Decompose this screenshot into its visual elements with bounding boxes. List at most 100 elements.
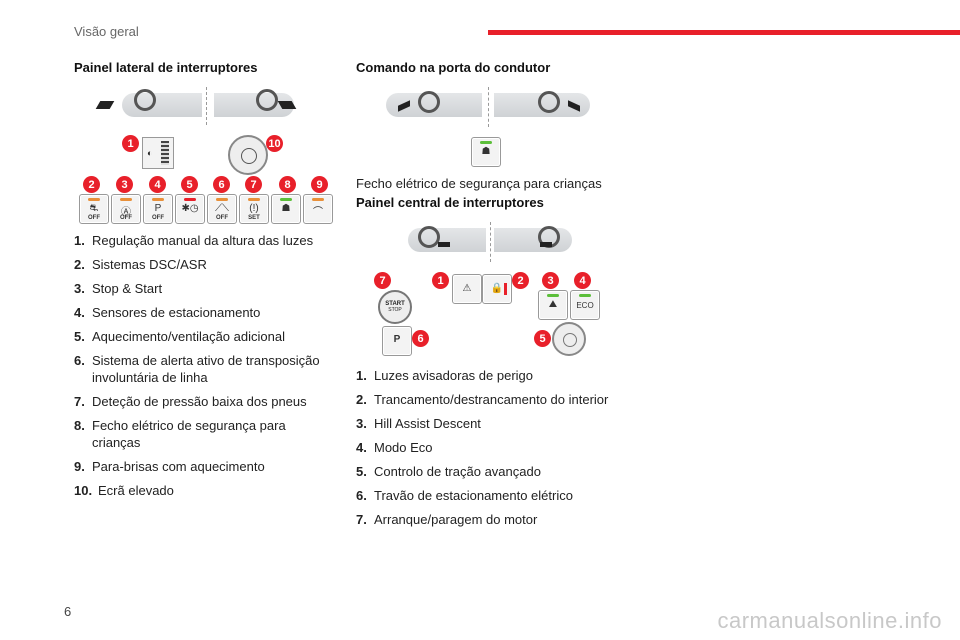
tyre-pressure-icon: (!) — [249, 203, 259, 214]
list-item: 1.Luzes avisadoras de perigo — [356, 367, 626, 384]
steering-wheel-icon — [538, 91, 560, 113]
side-panel-illustration: ◐ 1 10 — [74, 85, 334, 225]
item-text: Sistema de alerta ativo de transposição … — [92, 353, 320, 385]
item-number: 8. — [74, 418, 85, 433]
status-led — [280, 198, 292, 201]
callout-badge: 3 — [542, 272, 559, 289]
callout-badge: 5 — [534, 330, 551, 347]
lock-icon: 🔒 — [490, 283, 504, 294]
door-control-illustration: ☗ — [356, 85, 606, 171]
item-text: Arranque/paragem do motor — [374, 512, 538, 527]
item-number: 3. — [74, 281, 85, 296]
headlamp-icon: ◐ — [147, 148, 153, 158]
item-number: 5. — [356, 464, 367, 479]
hazard-triangle-icon: ⚠ — [462, 283, 472, 294]
item-text: Stop & Start — [92, 281, 163, 296]
switch-label: OFF — [120, 215, 132, 221]
hazard-switch: ⚠ — [452, 274, 482, 304]
item-text: Fecho elétrico de segurança para criança… — [92, 418, 286, 450]
list-item: 4.Sensores de estacionamento — [74, 304, 334, 321]
tyre-pressure-switch: (!)SET — [239, 194, 269, 224]
list-item: 9.Para-brisas com aquecimento — [74, 458, 334, 475]
callout-badge: 6 — [213, 176, 230, 193]
list-item: 7.Deteção de pressão baixa dos pneus — [74, 393, 334, 410]
status-led — [152, 198, 164, 201]
skid-car-icon: ⛐ — [89, 203, 99, 214]
lane-alert-switch: ⟋⟍OFF — [207, 194, 237, 224]
status-led — [248, 198, 260, 201]
item-text: Controlo de tração avançado — [374, 464, 541, 479]
status-led — [120, 198, 132, 201]
callout-badge: 1 — [432, 272, 449, 289]
steering-wheel-icon — [134, 89, 156, 111]
item-number: 2. — [356, 392, 367, 407]
item-number: 4. — [356, 440, 367, 455]
central-lock-switch: 🔒 — [482, 274, 512, 304]
door-child-lock-switch: ☗ — [471, 137, 501, 167]
list-item: 5.Aquecimento/ventilação adicional — [74, 328, 334, 345]
hill-descent-icon: ⛰ — [548, 299, 558, 310]
list-item: 3. Stop & Start — [74, 280, 334, 297]
dial-center-icon — [241, 148, 257, 164]
item-number: 10. — [74, 483, 93, 498]
item-text: Modo Eco — [374, 440, 433, 455]
multifunction-dial — [228, 135, 268, 175]
section-color-bar — [488, 30, 960, 35]
dashboard-right-image — [494, 228, 572, 252]
item-number: 1. — [74, 233, 85, 248]
door-caption: Fecho elétrico de segurança para criança… — [356, 176, 602, 191]
item-number: 9. — [74, 459, 85, 474]
hill-descent-switch: ⛰ — [538, 290, 568, 320]
callout-badge: 8 — [279, 176, 296, 193]
status-led — [579, 294, 591, 297]
callout-badge: 4 — [574, 272, 591, 289]
park-label: P — [393, 334, 401, 345]
list-item: 7.Arranque/paragem do motor — [356, 511, 626, 528]
status-led — [184, 198, 196, 201]
status-led — [88, 198, 100, 201]
thumbwheel-icon — [161, 141, 169, 165]
switch-panel-marker — [95, 101, 115, 109]
list-item: 2.Sistemas DSC/ASR — [74, 256, 334, 273]
headlamp-adjust-switch: ◐ — [142, 137, 174, 169]
list-item: 1.Regulação manual da altura das luzes — [74, 232, 334, 249]
child-lock-icon: ☗ — [281, 203, 291, 214]
callout-badge: 6 — [412, 330, 429, 347]
watermark: carmanualsonline.info — [717, 608, 942, 633]
status-led — [216, 198, 228, 201]
callout-badge: 10 — [266, 135, 283, 152]
item-number: 7. — [74, 394, 85, 409]
list-item: 4. Modo Eco — [356, 439, 626, 456]
windscreen-heat-switch: ⌒ — [303, 194, 333, 224]
traction-control-dial — [552, 322, 586, 356]
switch-label: SET — [248, 215, 260, 221]
item-number: 2. — [74, 257, 85, 272]
start-label: START — [385, 301, 405, 307]
item-number: 4. — [74, 305, 85, 320]
callout-badge: 7 — [374, 272, 391, 289]
dial-center-icon — [563, 333, 577, 347]
callout-badge: 2 — [512, 272, 529, 289]
status-led — [480, 141, 492, 144]
center-panel-marker — [540, 242, 552, 247]
list-item: 10. Ecrã elevado — [74, 482, 334, 499]
parking-brake-switch: P — [382, 326, 412, 356]
dashed-divider — [206, 87, 208, 125]
callout-badge: 7 — [245, 176, 262, 193]
parking-sensor-icon: P — [154, 203, 162, 214]
child-lock-switch: ☗ — [271, 194, 301, 224]
left-heading: Painel lateral de interruptores — [74, 60, 258, 75]
item-text: Ecrã elevado — [98, 483, 174, 498]
left-legend-list: 1.Regulação manual da altura das luzes 2… — [74, 232, 334, 499]
item-number: 6. — [356, 488, 367, 503]
heater-timer-icon: ✱◷ — [181, 203, 199, 214]
dashed-divider — [490, 222, 492, 262]
windscreen-heat-icon: ⌒ — [313, 207, 323, 218]
list-item: 6.Travão de estacionamento elétrico — [356, 487, 626, 504]
list-item: 6.Sistema de alerta ativo de transposiçã… — [74, 352, 334, 386]
list-item: 5. Controlo de tração avançado — [356, 463, 626, 480]
list-item: 3.Hill Assist Descent — [356, 415, 626, 432]
callout-badge: 4 — [149, 176, 166, 193]
